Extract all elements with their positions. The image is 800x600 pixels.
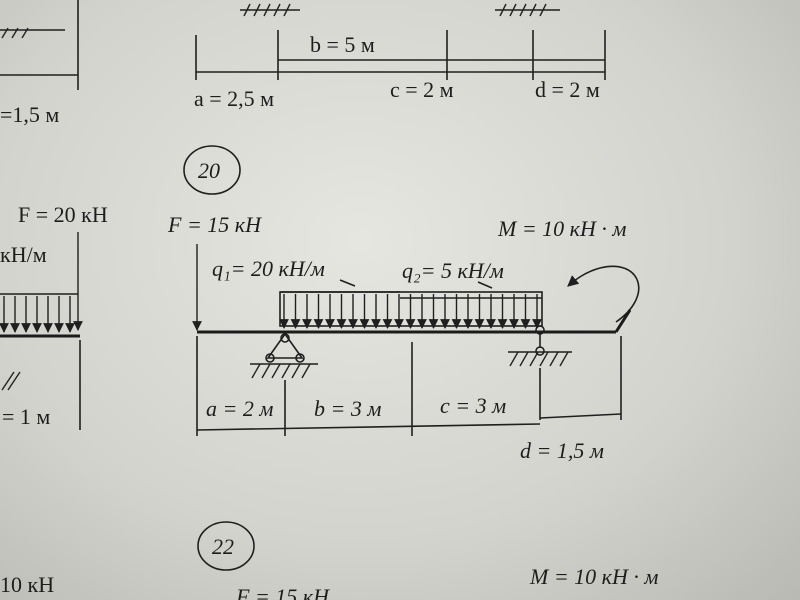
- problem-20-number-circle: [183, 145, 241, 195]
- moment-m-label: M = 10 кН · м: [497, 216, 626, 241]
- problem-20: 20 F = 15 кН M = 10 кН · м q₁= 20 кН/м q…: [167, 145, 640, 463]
- top-dim-a-label: a = 2,5 м: [194, 86, 274, 111]
- q1-label: q₁= 20 кН/м: [212, 256, 325, 281]
- dim-line-d: [539, 413, 622, 419]
- q2-label: q₂= 5 кН/м: [402, 258, 504, 283]
- force-f-label: F = 15 кН: [167, 212, 262, 237]
- distributed-load-arrows: [279, 294, 542, 329]
- left-distributed-load: [0, 296, 75, 333]
- left-force-label: F = 20 кН: [18, 202, 108, 227]
- problem-22-number: 22: [212, 534, 234, 559]
- left-bottom-force-label: 10 кН: [0, 572, 54, 597]
- left-dim-bottom-label: = 1 м: [2, 404, 50, 429]
- q2-leader: [477, 281, 493, 289]
- moment-m-arrow: [567, 265, 640, 323]
- problem-22-number-circle: [197, 521, 255, 571]
- q1-leader: [339, 279, 356, 287]
- left-load-label: кН/м: [0, 242, 47, 267]
- problem-22: 22 F = 15 кН M = 10 кН · м: [197, 521, 658, 600]
- left-dim-top-label: =1,5 м: [0, 102, 59, 127]
- left-fragment: =1,5 м F = 20 кН кН/м = 1 м 10 кН: [0, 0, 108, 597]
- problem-22-moment-label: M = 10 кН · м: [529, 564, 658, 589]
- dim-b-label: b = 3 м: [314, 396, 381, 421]
- dim-c-label: c = 3 м: [440, 393, 506, 418]
- top-dim-d-label: d = 2 м: [535, 77, 600, 102]
- dim-d-label: d = 1,5 м: [520, 438, 604, 463]
- top-support-hatch-left: [240, 3, 300, 17]
- problem-20-number: 20: [198, 158, 220, 183]
- top-dim-c-label: c = 2 м: [390, 77, 454, 102]
- dim-a-label: a = 2 м: [206, 396, 273, 421]
- top-support-hatch-right: [495, 3, 560, 17]
- beam-end: [614, 309, 632, 333]
- dim-line-main: [196, 423, 541, 431]
- roller-support-b: [508, 325, 572, 367]
- top-diagram: a = 2,5 м b = 5 м c = 2 м d = 2 м: [194, 3, 606, 111]
- problem-22-force-label: F = 15 кН: [235, 584, 330, 600]
- pin-support-a: [250, 332, 318, 379]
- top-dim-b-label: b = 5 м: [310, 32, 375, 57]
